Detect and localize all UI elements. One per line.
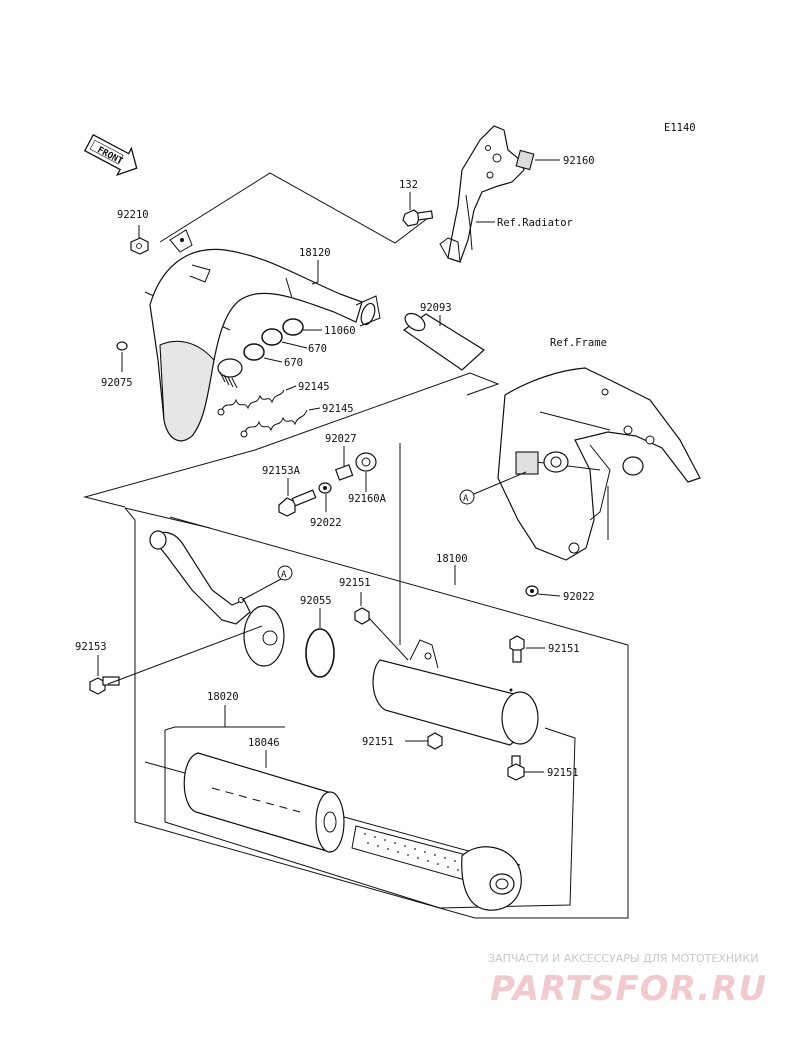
damper-92160A [355, 452, 377, 472]
label-92145b: 92145 [322, 403, 354, 415]
label-132: 132 [399, 179, 418, 191]
label-92145a: 92145 [298, 381, 330, 393]
label-92093: 92093 [420, 302, 452, 314]
label-18046: 18046 [248, 737, 280, 749]
radiator-bracket [439, 125, 535, 263]
o-ring-11060 [282, 318, 304, 336]
part-labels: 92210 132 92160 Ref.Radiator 18120 92093… [75, 155, 607, 779]
label-92153: 92153 [75, 641, 107, 653]
label-92160: 92160 [563, 155, 595, 167]
label-92075: 92075 [101, 377, 133, 389]
bolt-92151b [509, 635, 525, 663]
label-11060: 11060 [324, 325, 356, 337]
bolt-92151c [427, 732, 443, 750]
tail-pipe [149, 530, 285, 667]
svg-text:A: A [281, 570, 287, 580]
bolt-92153 [89, 676, 120, 695]
exhaust-chamber [149, 229, 381, 442]
bolt-92151d [507, 755, 525, 781]
bolt-92153A [278, 489, 317, 517]
label-18120: 18120 [299, 247, 331, 259]
watermark: ЗАПЧАСТИ И АКСЕССУАРЫ ДЛЯ МОТОТЕХНИКИ PA… [488, 952, 767, 1009]
washer-92022b [525, 585, 539, 597]
label-18020: 18020 [207, 691, 239, 703]
bolt-92151a [354, 607, 370, 625]
frame [497, 367, 701, 561]
perforated-pipe [351, 825, 471, 881]
leader-lines [97, 159, 561, 773]
spring-92145a [217, 389, 285, 416]
label-ref-frame: Ref.Frame [550, 337, 607, 349]
sleeve-92093 [402, 312, 485, 371]
grommet-92075 [116, 341, 128, 351]
callout-a-frame: A [459, 471, 527, 505]
label-92160A: 92160A [348, 493, 387, 505]
silencer-body [372, 639, 539, 746]
watermark-brand: PARTSFOR.RU [490, 969, 767, 1009]
assembly-outline-main [124, 443, 629, 919]
diagram-code: E1140 [664, 122, 696, 134]
o-ring-670a [261, 328, 283, 346]
label-92151c: 92151 [362, 736, 394, 748]
label-92151d: 92151 [547, 767, 579, 779]
label-92022b: 92022 [563, 591, 595, 603]
muffler-packing [183, 752, 345, 853]
end-cap [461, 846, 522, 911]
label-670b: 670 [284, 357, 303, 369]
o-ring-670b [243, 343, 265, 361]
svg-text:A: A [463, 494, 469, 504]
label-92153A: 92153A [262, 465, 301, 477]
watermark-tagline: ЗАПЧАСТИ И АКСЕССУАРЫ ДЛЯ МОТОТЕХНИКИ [488, 952, 758, 965]
collar-92027 [334, 464, 354, 481]
label-670a: 670 [308, 343, 327, 355]
label-92055: 92055 [300, 595, 332, 607]
label-ref-radiator: Ref.Radiator [497, 217, 573, 229]
spring-92145b [240, 409, 308, 438]
label-92022a: 92022 [310, 517, 342, 529]
callout-a-pipe: A [241, 565, 293, 601]
nut-92210 [130, 237, 149, 255]
front-arrow-icon: FRONT [83, 133, 138, 176]
label-18100: 18100 [436, 553, 468, 565]
label-92027: 92027 [325, 433, 357, 445]
label-92210: 92210 [117, 209, 149, 221]
label-92151b: 92151 [548, 643, 580, 655]
washer-92022a [318, 482, 332, 494]
gasket-92055 [305, 628, 335, 678]
bolt-132 [402, 209, 434, 227]
label-92151a: 92151 [339, 577, 371, 589]
manifold-sleeve [217, 358, 243, 389]
